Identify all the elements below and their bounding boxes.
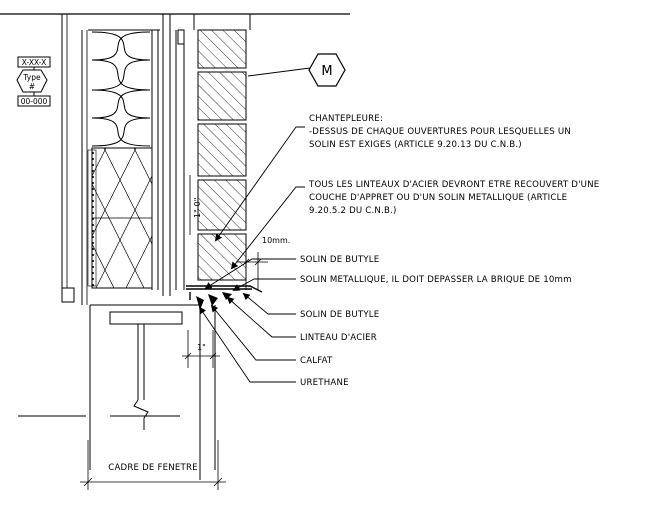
dimension-10mm xyxy=(236,252,268,290)
note-chantepleure-line3: SOLIN EST EXIGES (ARTICLE 9.20.13 DU C.N… xyxy=(309,140,522,150)
dim-vertical-text: 1"-0" xyxy=(193,198,202,218)
cadre-label: CADRE DE FENETRE xyxy=(108,463,198,473)
material-tag-label: M xyxy=(321,64,332,79)
window-frame-mullion xyxy=(110,324,180,430)
note-solin-butyle-1: SOLIN DE BUTYLE xyxy=(300,255,379,265)
caulking xyxy=(196,292,232,310)
dimension-cadre xyxy=(80,440,226,490)
note-solin-metallique: SOLIN METALLIQUE, IL DOIT DEPASSER LA BR… xyxy=(300,275,572,285)
brick-veneer xyxy=(197,29,247,281)
section-tag-type: Type xyxy=(22,73,41,82)
dimension-1in xyxy=(182,330,220,368)
section-tag-hash: # xyxy=(29,82,35,91)
material-tag: M xyxy=(247,53,346,87)
note-linteaux-line1: TOUS LES LINTEAUX D'ACIER DEVRONT ETRE R… xyxy=(308,180,599,190)
note-linteaux-line2: COUCHE D'APPRET OU D'UN SOLIN METALLIQUE… xyxy=(309,193,567,203)
note-chantepleure-title: CHANTEPLEURE: xyxy=(309,114,383,124)
section-tag-bottom: 00-000 xyxy=(21,97,48,106)
insulation-batt xyxy=(91,31,151,147)
section-tag-top: X-XX-X xyxy=(22,58,46,67)
note-urethane: URETHANE xyxy=(300,378,349,388)
note-calfat: CALFAT xyxy=(300,356,333,366)
note-linteau-acier: LINTEAU D'ACIER xyxy=(300,333,377,343)
dim-10mm-text: 10mm. xyxy=(262,236,290,245)
section-tag: X-XX-X Type # 00-000 xyxy=(16,56,51,107)
note-chantepleure-line2: -DESSUS DE CHAQUE OUVERTURES POUR LESQUE… xyxy=(309,127,571,137)
note-linteaux-line3: 9.20.5.2 DU C.N.B.) xyxy=(309,206,397,216)
dim-1in-text: 1" xyxy=(197,343,206,352)
note-solin-butyle-2: SOLIN DE BUTYLE xyxy=(300,310,379,320)
leader-lines xyxy=(198,126,305,383)
